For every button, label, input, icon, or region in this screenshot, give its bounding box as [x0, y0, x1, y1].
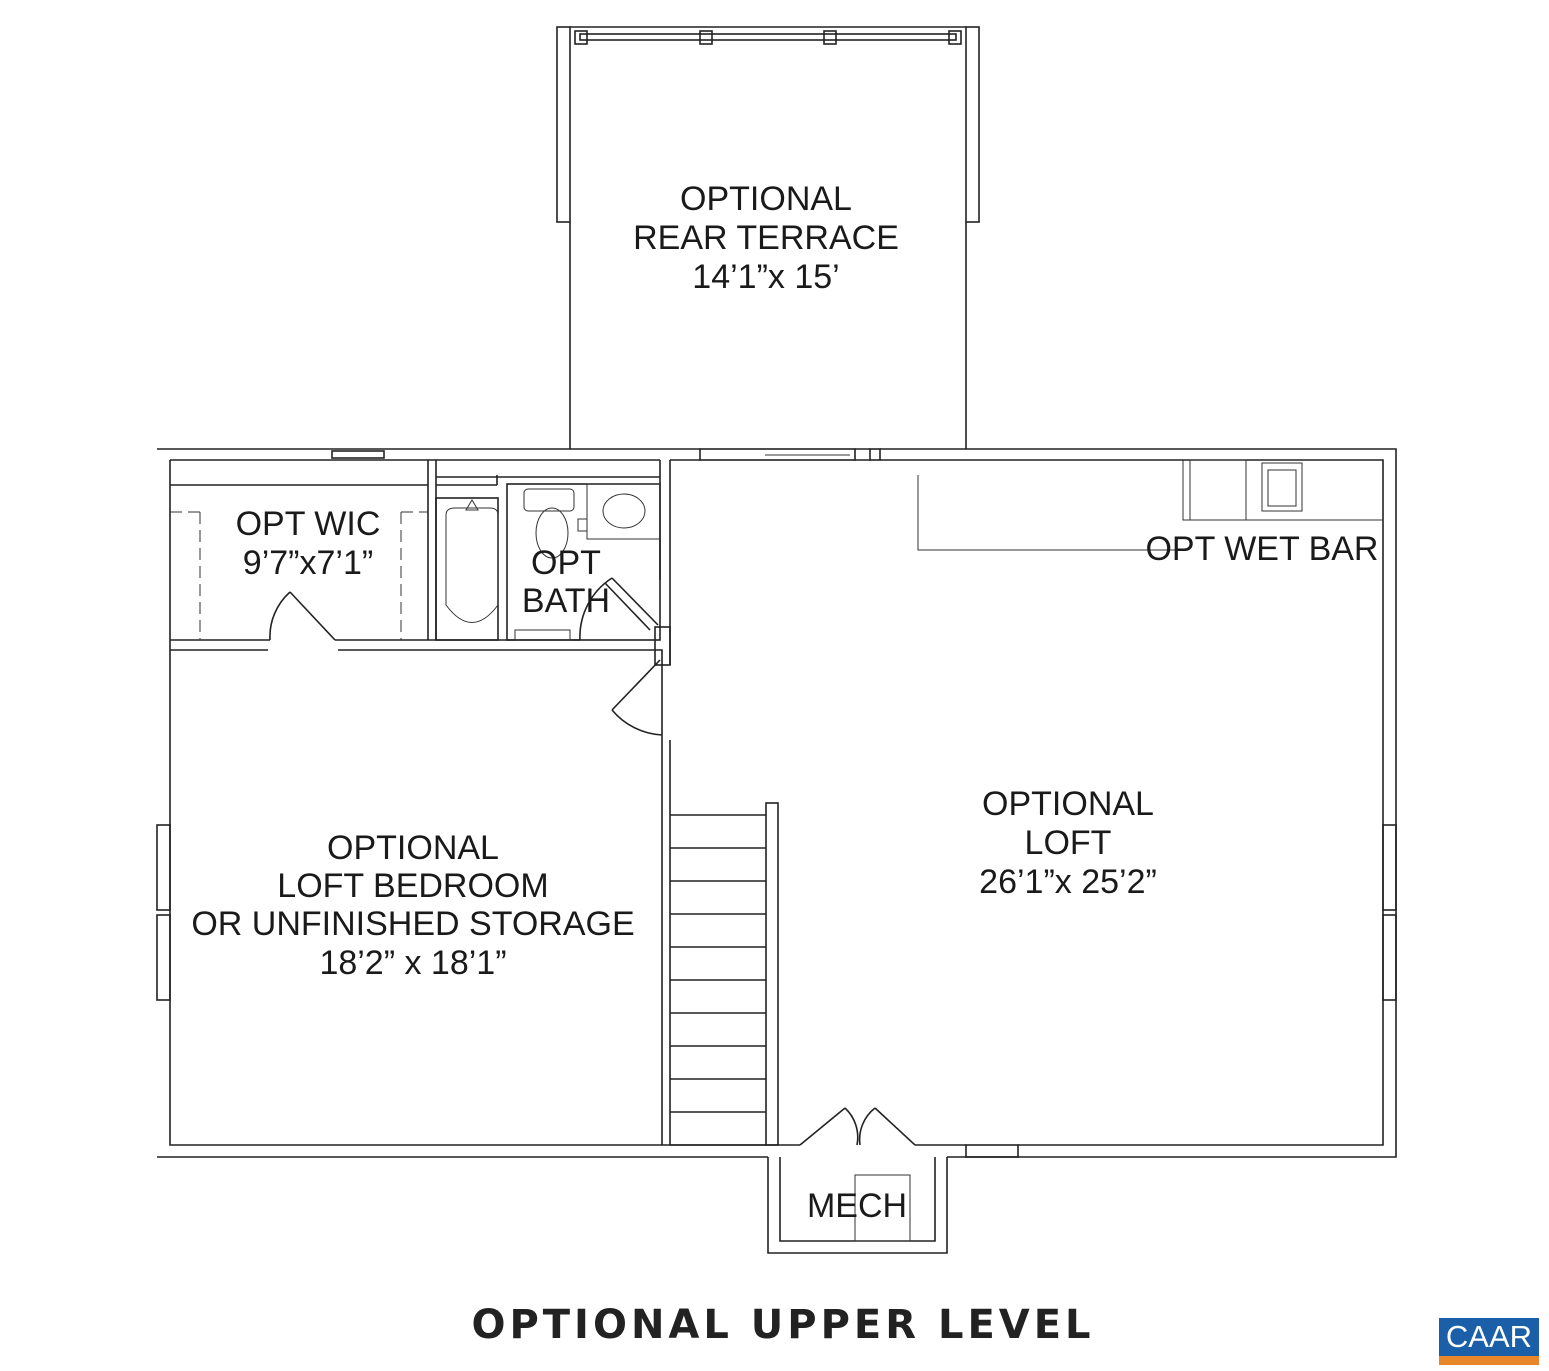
bath-label-1: OPT: [531, 544, 601, 582]
plan-title: OPTIONAL UPPER LEVEL: [471, 1302, 1094, 1348]
logo-tagline-bar: [1439, 1356, 1539, 1365]
terrace-dimensions: 14’1”x 15’: [692, 258, 839, 296]
bedroom-label-3: OR UNFINISHED STORAGE: [191, 905, 634, 943]
wic-dimensions: 9’7”x7’1”: [243, 544, 373, 582]
bedroom-dimensions: 18’2” x 18’1”: [319, 944, 506, 982]
loft-label-1: OPTIONAL: [982, 785, 1154, 823]
stairs: [670, 802, 779, 1146]
bath-fixtures: [435, 483, 671, 736]
terrace-label-2: REAR TERRACE: [633, 219, 899, 257]
terrace-label-1: OPTIONAL: [680, 180, 852, 218]
wic-label: OPT WIC: [236, 505, 381, 543]
loft-label-2: LOFT: [1025, 824, 1112, 862]
loft-dimensions: 26’1”x 25’2”: [979, 863, 1157, 901]
exterior-walls: [156, 448, 1397, 1158]
mech-room: [767, 1107, 948, 1254]
mech-label: MECH: [807, 1187, 907, 1225]
logo-text: CAAR: [1439, 1318, 1539, 1356]
bedroom-label-1: OPTIONAL: [327, 829, 499, 867]
wet-bar: [917, 459, 1383, 551]
caar-logo: CAAR: [1439, 1318, 1539, 1366]
rear-terrace: [556, 26, 980, 449]
bedroom-label-2: LOFT BEDROOM: [277, 867, 548, 905]
wet-bar-label: OPT WET BAR: [1145, 530, 1378, 568]
bath-label-2: BATH: [522, 582, 610, 620]
